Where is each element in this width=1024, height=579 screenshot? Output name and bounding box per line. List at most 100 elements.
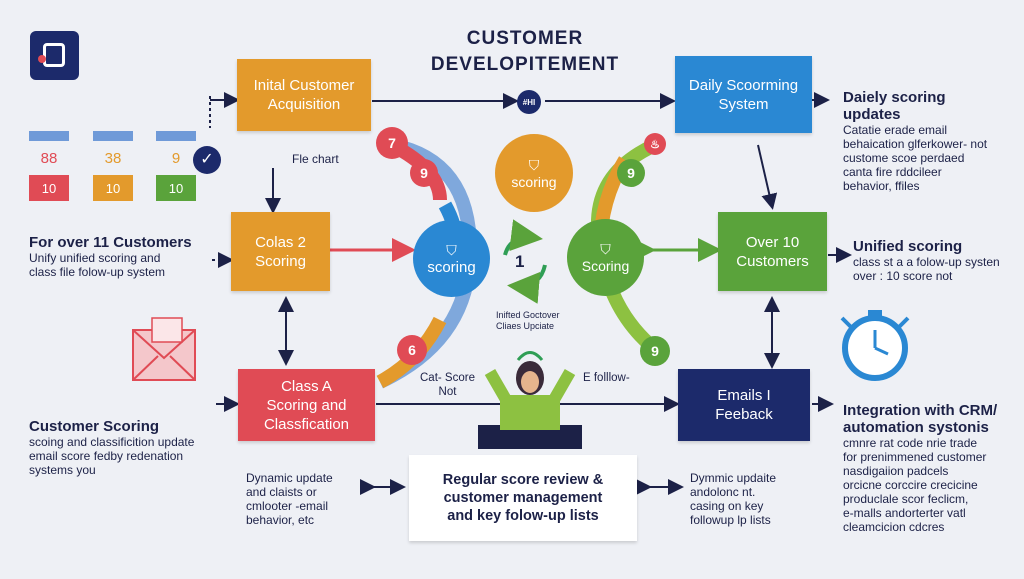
mini-card-value-3: 9 [171, 150, 181, 167]
crm-line-2: for prenimmened customer [843, 450, 987, 464]
over10-line-1: Over 10 [745, 233, 800, 251]
daily-line-1: Daily Scoorming [688, 76, 799, 94]
daily-note-line-2: behaication glferkower- not [843, 137, 988, 151]
scoring-line-3: systems you [29, 463, 96, 477]
scoring-circle-top[interactable]: ⛉ scoring [495, 134, 573, 212]
daily-heading-1: Daiely scoring [843, 89, 946, 106]
mini-card-3: 10 [156, 175, 196, 201]
crm-line-3: nasdigaiion padcels [843, 464, 949, 478]
crm-line-4: orcicne corccire crecicine [843, 478, 978, 492]
cycle-arrow-top [503, 219, 543, 256]
center-small-line-2: Cliaes Upciate [496, 321, 555, 331]
badge-6: 6 [397, 335, 427, 365]
dyn-line-3: cmlooter -email [246, 499, 329, 513]
left-note-dynamic: Dynamic update and claists or cmlooter -… [246, 471, 333, 527]
badge-s9: 9 [617, 159, 645, 187]
daily-note-line-1: Catatie erade email [843, 123, 948, 137]
mini-card-1: 10 [29, 175, 69, 201]
crm-heading-1: Integration with CRM/ [843, 402, 998, 419]
crm-line-5: produclale scor feclicm, [843, 492, 969, 506]
scoring-line-1: scoing and classificition update [29, 435, 195, 449]
right-note-daily: Daiely scoring updates Catatie erade ema… [843, 89, 987, 193]
scoring-top-label: scoring [511, 173, 557, 190]
mini-card-bar-1 [29, 131, 69, 141]
scoring-line-2: email score fedby redenation [29, 449, 184, 463]
dyn-line-4: behavior, etc [246, 513, 315, 527]
daily-note-line-4: canta fire rddcileer [843, 165, 942, 179]
review-line-1: Regular score review & [442, 472, 604, 488]
classA-line-1: Class A [281, 377, 332, 395]
cycle-arrow-bottom [507, 264, 547, 304]
scoring-right-label: Scoring [581, 258, 630, 274]
shield-icon: ⛉ [600, 241, 611, 257]
review-box[interactable]: Regular score review & customer managemen… [409, 455, 637, 541]
dym-line-3: casing on key [690, 499, 764, 513]
envelope-icon [132, 317, 196, 381]
dym-line-4: followup lp lists [690, 513, 771, 527]
classA-line-3: Classfication [263, 415, 350, 433]
mini-card-value-2: 38 [104, 150, 122, 167]
daily-note-line-5: behavior, ffiles [843, 179, 920, 193]
title-line-1: CUSTOMER [466, 28, 584, 49]
cat-score-line-1: Cat- Score [420, 372, 475, 384]
unified-line-2: over : 10 score not [853, 269, 953, 283]
mini-card-value-1: 88 [40, 150, 58, 167]
dym-line-2: andolonc nt. [690, 485, 756, 499]
cycle-number: 1 [515, 252, 525, 271]
scoring-circle-left[interactable]: ⛉ scoring [413, 220, 490, 297]
stopwatch-icon [840, 310, 910, 381]
right-note-unified: Unified scoring class st a a folow-up sy… [853, 238, 1000, 283]
classA-line-2: Scoring and [266, 396, 347, 414]
review-line-3: and key folow-up lists [447, 508, 599, 524]
mini-card-bar-3 [156, 131, 196, 141]
emails-feedback-box[interactable]: Emails I Feeback [678, 369, 810, 441]
dyn-line-1: Dynamic update [246, 471, 333, 485]
center-small-line-1: Inifted Goctover [496, 310, 560, 320]
right-note-crm: Integration with CRM/ automation systoni… [843, 402, 997, 534]
emails-line-1: Emails I [717, 387, 771, 404]
dym-line-1: Dymmic updaite [690, 471, 777, 485]
app-logo-icon [30, 31, 79, 80]
review-line-2: customer management [443, 490, 603, 506]
badge-7: 7 [376, 127, 408, 159]
initial-line-2: Acquisition [267, 96, 341, 113]
scoring-circle-right[interactable]: ⛉ Scoring [567, 219, 644, 296]
crm-line-1: cmnre rat code nrie trade [843, 436, 978, 450]
center-small-label: Inifted Goctover Cliaes Upciate [496, 310, 560, 332]
fire-icon: ♨ [644, 133, 666, 155]
person-illustration [478, 351, 582, 449]
colas-line-2: Scoring [255, 252, 306, 270]
daily-note-line-3: custome scoe perdaed [843, 151, 965, 165]
badge-9a: 9 [410, 159, 438, 187]
file-chart-label: Fle chart [292, 152, 339, 166]
crm-line-7: cleamcicion cdcres [843, 520, 945, 534]
badge-s9b: 9 [640, 336, 670, 366]
page-title: CUSTOMER DEVELOPITEMENT [400, 26, 650, 78]
hash-badge: #HI [517, 90, 541, 114]
over11-heading: For over 11 Customers [29, 234, 192, 251]
check-icon: ✓ [193, 146, 221, 174]
right-note-dymmic: Dymmic updaite andolonc nt. casing on ke… [690, 471, 776, 527]
cat-score-line-2: Not [438, 386, 457, 398]
shield-icon: ⛉ [528, 156, 540, 173]
title-line-2: DEVELOPITEMENT [430, 54, 620, 75]
over11-line-1: Unify unified scoring and [29, 251, 161, 265]
arrow-daily-to-over10 [757, 144, 778, 210]
mini-card-bar-2 [93, 131, 133, 141]
over11-line-2: class file folow-up system [29, 265, 166, 279]
colas-line-1: Colas 2 [255, 233, 306, 251]
shield-icon: ⛉ [446, 241, 457, 258]
dyn-line-2: and claists or [246, 485, 317, 499]
cat-score-label: Cat- Score Not [420, 371, 475, 399]
scoring-left-label: scoring [427, 258, 476, 276]
daily-heading-2: updates [843, 106, 901, 123]
over10-line-2: Customers [736, 252, 809, 270]
crm-heading-2: automation systonis [843, 419, 989, 436]
emails-line-2: Feeback [715, 406, 773, 423]
scoring-heading: Customer Scoring [29, 418, 160, 435]
